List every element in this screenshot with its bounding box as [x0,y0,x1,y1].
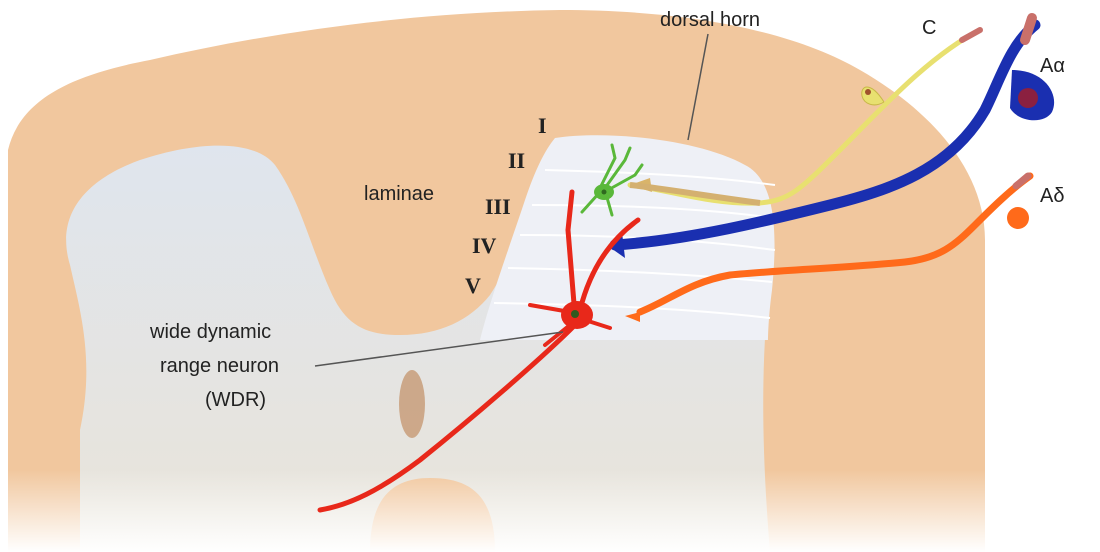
wdr-label-line2: range neuron [160,355,279,377]
bottom-fade [0,470,1100,552]
c-fiber-label: C [922,17,936,39]
a-delta-fiber-label: Aδ [1040,185,1064,207]
lamina-numeral-iv: IV [472,233,497,258]
lamina-numeral-iii: III [485,194,511,219]
lamina-numeral-i: I [538,113,547,138]
laminae-label: laminae [364,183,434,205]
wdr-label-line1: wide dynamic [149,321,271,343]
dorsal-horn-label: dorsal horn [660,9,760,31]
grey-matter-nucleus [399,370,425,438]
lamina-numeral-v: V [465,273,481,298]
a-alpha-fiber-label: Aα [1040,55,1065,77]
wdr-label-line3: (WDR) [205,389,266,411]
lamina-numeral-ii: II [508,148,525,173]
